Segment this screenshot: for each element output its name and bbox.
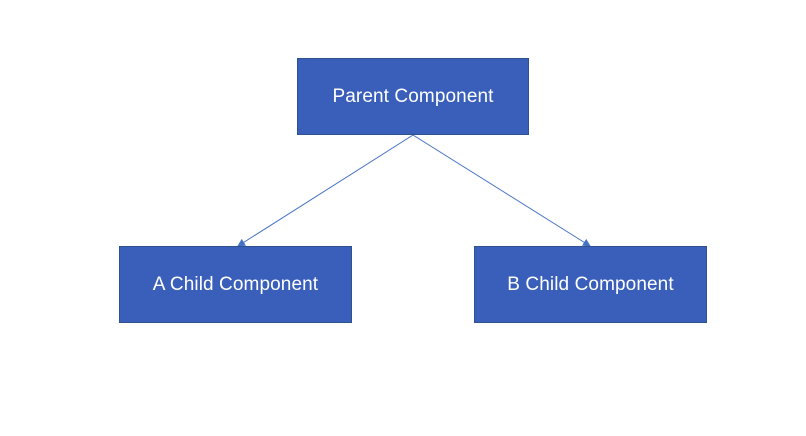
edge-parent-to-a <box>237 134 414 247</box>
a-child-component-node: A Child Component <box>119 246 352 323</box>
parent-component-node: Parent Component <box>297 58 529 135</box>
parent-component-label: Parent Component <box>332 85 494 107</box>
edge-parent-to-b <box>412 134 591 247</box>
b-child-component-node: B Child Component <box>474 246 707 323</box>
b-child-component-label: B Child Component <box>507 273 674 295</box>
a-child-component-label: A Child Component <box>152 273 319 295</box>
